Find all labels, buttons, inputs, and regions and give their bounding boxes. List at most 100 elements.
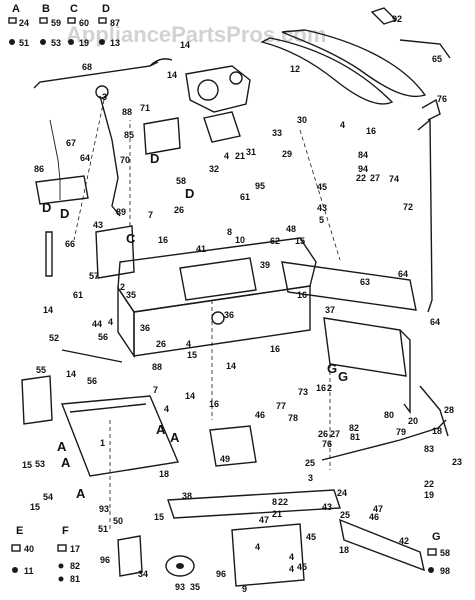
part-callout: 49 [220,454,230,464]
watermark-text: AppliancePartsPros.com [66,22,326,47]
part-callout: A [57,439,67,454]
key-a-letter: A [12,3,20,15]
chain [49,119,61,200]
nut-icon [99,39,105,45]
part-callout: D [185,186,194,201]
nut-icon [428,567,434,573]
part-callout: 23 [452,457,462,467]
part-callout: 22 [356,173,366,183]
part-callout: 14 [43,305,53,315]
part-callout: 37 [325,305,335,315]
leader-line [299,129,341,261]
nut-icon [9,39,15,45]
part-callout: 16 [158,235,168,245]
part-callout: 25 [305,458,315,468]
shift-knob [95,85,109,99]
part-callout: 68 [82,62,92,72]
part-callout: 54 [43,492,53,502]
part-callout: C [126,231,136,246]
transmission-pulley [197,79,219,101]
part-callout: 74 [389,174,399,184]
lower-left-plate-edge [69,403,147,413]
part-callout: D [42,200,51,215]
part-callout: 3 [308,473,313,483]
part-callout: 83 [424,444,434,454]
part-callout: 14 [180,40,190,50]
part-callout: 56 [87,376,97,386]
part-callout: 21 [235,151,245,161]
part-callout: 85 [124,130,134,140]
part-callout: 72 [403,202,413,212]
part-callout: 4 [289,564,294,574]
shield-plate [21,375,53,425]
part-callout: 45 [317,182,327,192]
steering-rod [321,419,447,461]
part-callout: 64 [80,153,90,163]
side-bracket [95,225,135,279]
key-c-letter: C [70,3,78,15]
part-callout: 61 [73,290,83,300]
part-callout: 14 [66,369,76,379]
idler-bracket [117,535,143,577]
key-b-bottom: 53 [51,38,61,48]
part-callout: 2 [327,383,332,393]
part-callout: 34 [138,569,148,579]
part-callout: 79 [396,427,406,437]
part-callout: 1 [100,438,105,448]
part-callout: 44 [92,319,102,329]
part-callout: 71 [140,103,150,113]
key-g-letter: G [432,531,441,543]
part-callout: 53 [35,459,45,469]
part-callout: 19 [424,490,434,500]
bolt-head-icon [39,17,48,24]
part-callout: A [76,486,86,501]
lower-left-plate [61,395,179,477]
drive-belt-inner [260,37,394,105]
part-callout: 95 [255,181,265,191]
part-callout: 84 [358,150,368,160]
key-d-letter: D [102,3,110,15]
main-frame-top [117,237,317,313]
part-callout: 7 [148,210,153,220]
part-callout: A [61,455,71,470]
part-callout: 43 [322,502,332,512]
part-callout: 47 [259,515,269,525]
part-callout: 51 [98,524,108,534]
part-callout: 63 [360,277,370,287]
part-callout: 58 [176,176,186,186]
part-callout: 4 [108,317,113,327]
part-callout: A [170,430,180,445]
key-g-top: 58 [440,548,450,558]
seat-support [281,261,417,311]
part-callout: 26 [156,339,166,349]
part-callout: 16 [366,126,376,136]
part-callout: 14 [185,391,195,401]
control-rod [33,61,159,89]
part-callout: 89 [116,207,126,217]
right-frame-bracket [323,317,407,377]
bolt-head-icon [8,17,17,24]
part-callout: 4 [255,542,260,552]
bolt-head-icon [98,17,107,24]
part-callout: 86 [34,164,44,174]
part-callout: 35 [190,582,200,592]
part-callout: 29 [282,149,292,159]
drive-belt-outer [281,29,427,98]
part-callout: 4 [340,120,345,130]
shift-lever [99,95,121,217]
part-callout: 16 [316,383,326,393]
part-callout: 36 [224,310,234,320]
part-callout: 62 [270,236,280,246]
part-callout: 8 [272,497,277,507]
mounting-bracket-left [35,175,89,205]
part-callout: 96 [216,569,226,579]
part-callout: 42 [399,536,409,546]
belt-guide-rod [399,39,451,59]
clutch-lever [339,518,425,572]
lift-rod [417,118,433,313]
frame-hole [211,311,225,325]
part-callout: 88 [152,362,162,372]
part-callout: D [60,206,69,221]
